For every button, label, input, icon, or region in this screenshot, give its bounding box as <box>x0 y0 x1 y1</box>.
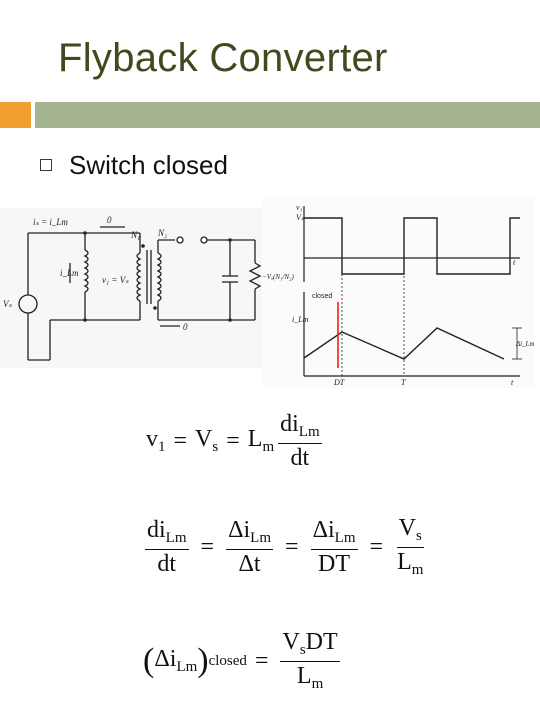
vs-label: Vₛ <box>3 299 12 309</box>
accent-bar-orange <box>0 102 31 128</box>
tick-dt: DT <box>333 378 345 387</box>
ilm-label: i_Lm <box>60 268 79 278</box>
wave-ilm-label: i_Lm <box>292 315 309 324</box>
wave-delta-label: Δi_Lm <box>515 340 534 348</box>
is-label: iₛ = i_Lm <box>33 217 68 227</box>
equation-1: v1 = Vs = Lm diLm dt <box>146 411 322 471</box>
n2-label: N₂ <box>157 228 167 238</box>
wave-v1-label: v₁ <box>296 203 303 212</box>
bullet-square-icon <box>40 159 52 171</box>
waveform-diagram: v₁ Vₛ −Vₒ(N₁/N₂) i_Lm Δi_Lm DT T t t clo… <box>262 196 534 388</box>
zero-bottom-label: 0 <box>183 322 188 332</box>
wave-vs-label: Vₛ <box>296 213 305 222</box>
tick-T: T <box>401 378 406 387</box>
axis-t-upper: t <box>513 258 516 267</box>
flyback-circuit-diagram: iₛ = i_Lm 0 N₁ N₂ Vₛ v₁ = Vₛ i_Lm 0 <box>0 208 270 368</box>
equation-3: ( ΔiLm ) closed = VsDT Lm <box>143 629 340 692</box>
accent-bar-green <box>35 102 540 128</box>
n1-label: N₁ <box>130 230 140 240</box>
equation-2: diLm dt = ΔiLm Δt = ΔiLm DT = Vs Lm <box>145 515 424 578</box>
tick-t: t <box>511 378 514 387</box>
slide-title: Flyback Converter <box>58 36 388 80</box>
v1-label: v₁ = Vₛ <box>102 275 129 285</box>
bullet-text: Switch closed <box>69 150 228 180</box>
wave-neg-label: −Vₒ(N₁/N₂) <box>262 273 294 281</box>
zero-top-label: 0 <box>107 215 112 225</box>
closed-label: closed <box>312 293 332 300</box>
